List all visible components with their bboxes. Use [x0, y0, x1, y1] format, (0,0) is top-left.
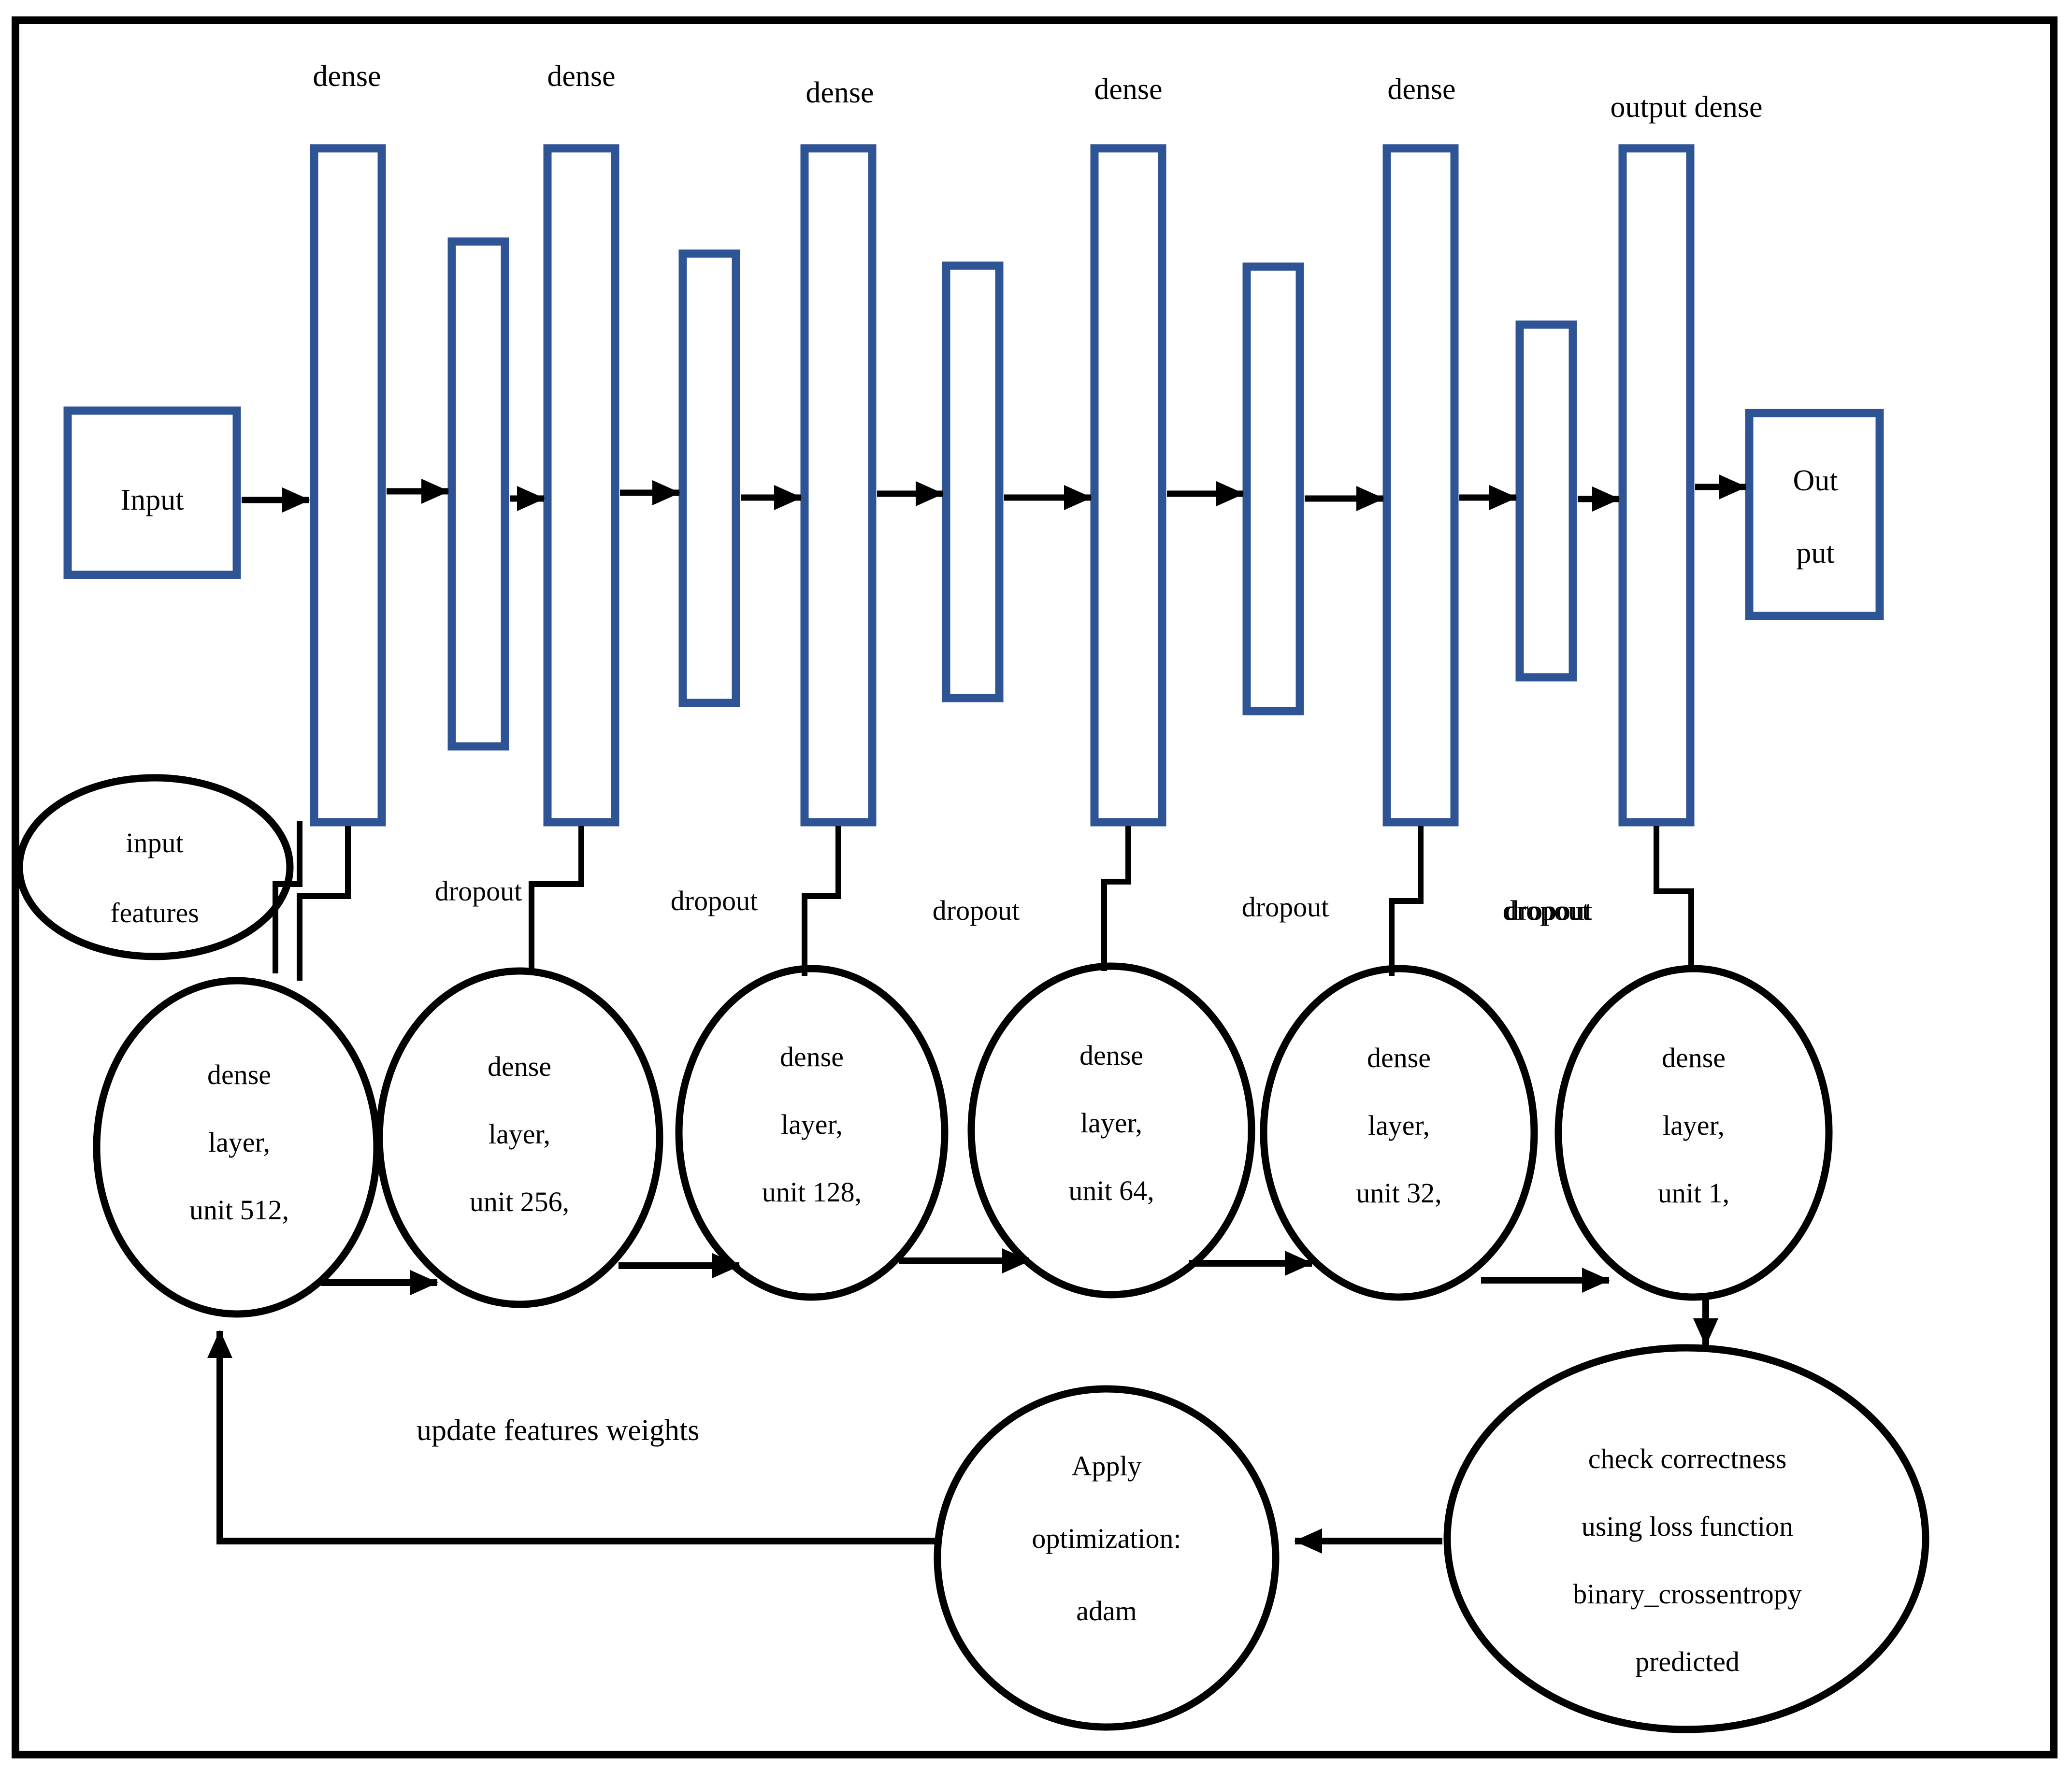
label-dense-layer-32-line1: dense — [1367, 1042, 1431, 1073]
label-loss-line1: check correctness — [1588, 1443, 1787, 1474]
label-dense-1: dense — [313, 60, 381, 93]
block-dense-5 — [1382, 144, 1459, 827]
label-output-dense: output dense — [1610, 91, 1763, 124]
label-dense-layer-32-line2: layer, — [1367, 1110, 1430, 1141]
block-dense-4 — [1090, 144, 1166, 827]
label-dense-5: dense — [1387, 73, 1456, 106]
block-output-dense — [1618, 144, 1695, 827]
label-optimizer-line3: adam — [1076, 1595, 1137, 1627]
block-dropout-2 — [678, 249, 740, 707]
label-loss-line4: predicted — [1635, 1646, 1740, 1677]
label-dense-layer-256-line3: unit 256, — [469, 1186, 570, 1217]
ellipse-dense-layer-256 — [375, 967, 663, 1308]
outer-frame — [12, 16, 2058, 1758]
ellipse-optimizer — [934, 1385, 1280, 1731]
label-dropout-3: dropout — [932, 895, 1020, 926]
ellipse-dense-layer-32 — [1260, 965, 1538, 1301]
label-dense-layer-512-line1: dense — [207, 1059, 272, 1090]
label-dropout-5: dropout — [1505, 895, 1593, 926]
label-dense-layer-512-line3: unit 512, — [189, 1194, 289, 1226]
connector-dense5-to-layer32 — [1389, 826, 1424, 976]
ellipse-loss-check — [1443, 1344, 1929, 1733]
label-dense-layer-64-line2: layer, — [1080, 1107, 1143, 1139]
connector-outputdense-to-layer1 — [1654, 826, 1694, 971]
label-dense-layer-128-line1: dense — [779, 1041, 844, 1072]
label-dropout-1: dropout — [434, 875, 522, 907]
label-dense-layer-1-line2: layer, — [1662, 1110, 1725, 1141]
label-dense-layer-32-line3: unit 32, — [1356, 1177, 1442, 1209]
block-dropout-1 — [447, 237, 509, 751]
label-optimizer-line1: Apply — [1071, 1450, 1142, 1482]
label-dense-layer-512-line2: layer, — [208, 1127, 271, 1158]
block-input — [63, 406, 241, 579]
block-dropout-5 — [1515, 320, 1577, 682]
label-dense-layer-256-line2: layer, — [488, 1118, 551, 1150]
block-dense-3 — [800, 144, 877, 827]
label-optimizer-line2: optimization: — [1032, 1523, 1181, 1554]
label-loss-line3: binary_crossentropy — [1573, 1578, 1802, 1610]
label-dropout-4: dropout — [1241, 891, 1329, 923]
label-loss-line2: using loss function — [1581, 1511, 1794, 1542]
connector-dense1-to-layer512 — [297, 826, 351, 981]
label-output-block-line2: put — [1796, 537, 1835, 570]
label-dense-layer-64-line3: unit 64, — [1068, 1175, 1154, 1206]
label-dropout-2: dropout — [670, 885, 758, 916]
connector-dense3-to-layer128 — [802, 826, 841, 976]
block-dropout-4 — [1242, 262, 1304, 715]
block-dropout-3 — [942, 261, 1004, 702]
block-output — [1745, 409, 1884, 620]
connector-dense4-to-layer64 — [1101, 826, 1131, 971]
label-dense-layer-1-line1: dense — [1661, 1042, 1726, 1073]
label-dense-layer-128-line3: unit 128, — [762, 1176, 862, 1208]
label-dense-layer-128-line2: layer, — [780, 1109, 843, 1140]
label-update-features-weights: update features weights — [417, 1414, 700, 1447]
connector-dense2-to-layer256 — [529, 826, 584, 971]
label-input-features-line2: features — [110, 897, 199, 928]
ellipse-dense-layer-64 — [967, 962, 1255, 1299]
label-dense-3: dense — [806, 76, 874, 109]
label-dense-layer-256-line1: dense — [487, 1051, 552, 1082]
label-dense-2: dense — [547, 60, 616, 93]
label-dense-4: dense — [1094, 73, 1163, 106]
block-dense-2 — [543, 144, 619, 827]
ellipse-dense-layer-1 — [1554, 965, 1833, 1301]
label-dense-layer-64-line1: dense — [1079, 1040, 1144, 1071]
ellipse-dense-layer-128 — [675, 965, 949, 1301]
feedback-path-update-weights — [207, 1330, 936, 1544]
label-input-features-line1: input — [126, 827, 184, 858]
label-input-block: Input — [120, 484, 184, 516]
block-dense-1 — [310, 144, 386, 827]
label-dropout-6: dropout — [1502, 895, 1590, 926]
label-output-block-line1: Out — [1793, 464, 1838, 497]
label-dense-layer-1-line3: unit 1, — [1657, 1177, 1730, 1209]
ellipse-input-features — [15, 774, 294, 960]
